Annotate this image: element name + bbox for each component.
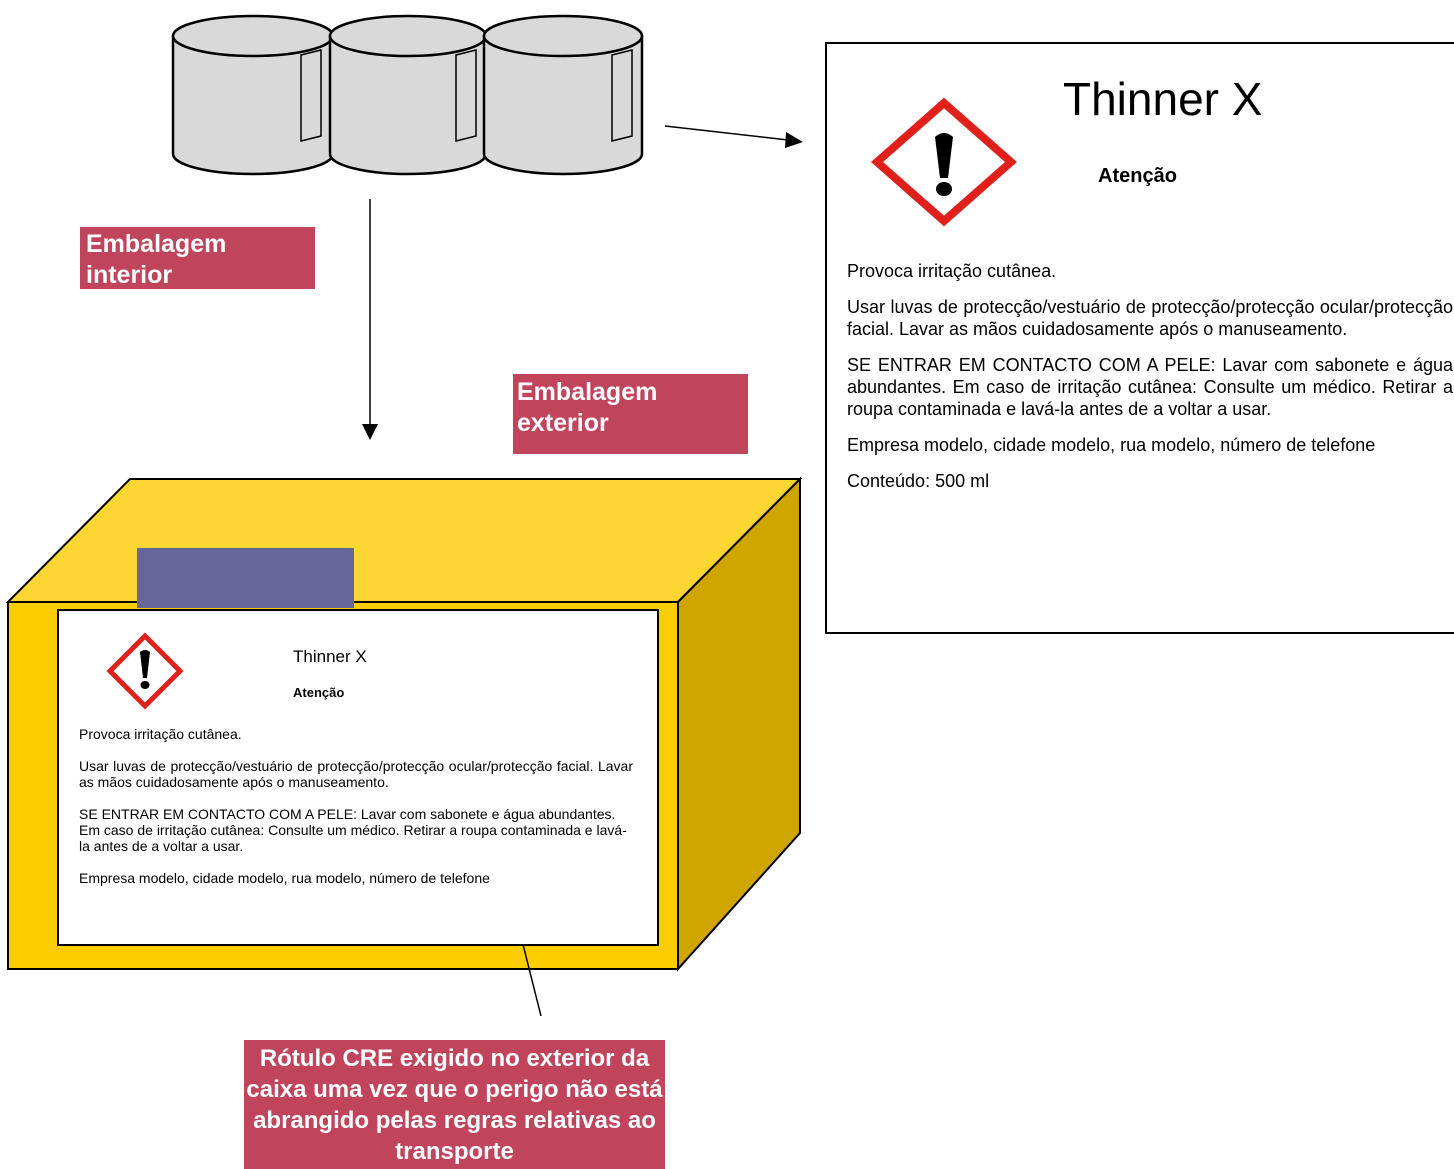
hazard-label-on-box: Thinner X Atenção Provoca irritação cutâ… — [57, 609, 659, 946]
precautionary-statement: SE ENTRAR EM CONTACTO COM A PELE: Lavar … — [847, 355, 1453, 419]
product-name: Thinner X — [293, 647, 367, 666]
product-name: Thinner X — [1063, 73, 1263, 125]
drum-container-icon — [328, 14, 488, 176]
hazard-statement: Provoca irritação cutânea. — [847, 261, 1057, 281]
inner-packaging-drums — [171, 14, 644, 176]
arrow-right-icon — [664, 125, 803, 148]
contents: Conteúdo: 500 ml — [847, 471, 990, 491]
ghs-exclamation-icon — [870, 97, 1018, 227]
drum-container-icon — [482, 14, 644, 176]
ghs-exclamation-icon — [106, 632, 184, 710]
inner-packaging-tag: Embalagem interior — [80, 227, 315, 289]
signal-word: Atenção — [293, 685, 345, 700]
supplier-info: Empresa modelo, cidade modelo, rua model… — [79, 870, 490, 886]
arrow-down-icon — [362, 199, 378, 440]
outer-packaging-tag: Embalagem exterior — [513, 374, 748, 454]
drum-container-icon — [171, 14, 335, 176]
supplier-info: Empresa modelo, cidade modelo, rua model… — [847, 435, 1376, 455]
label-body: Provoca irritação cutânea. Usar luvas de… — [79, 726, 633, 902]
signal-word: Atenção — [1098, 165, 1177, 187]
hazard-statement: Provoca irritação cutânea. — [79, 726, 242, 742]
hazard-label-large: Thinner X Atenção Provoca irritação cutâ… — [825, 42, 1454, 634]
box-tab — [137, 548, 354, 608]
label-body: Provoca irritação cutânea. Usar luvas de… — [847, 260, 1453, 506]
precautionary-statement: Usar luvas de protecção/vestuário de pro… — [79, 758, 633, 790]
clp-label-note-tag: Rótulo CRE exigido no exterior da caixa … — [244, 1040, 665, 1169]
precautionary-statement: SE ENTRAR EM CONTACTO COM A PELE: Lavar … — [79, 806, 627, 854]
precautionary-statement: Usar luvas de protecção/vestuário de pro… — [847, 297, 1453, 339]
